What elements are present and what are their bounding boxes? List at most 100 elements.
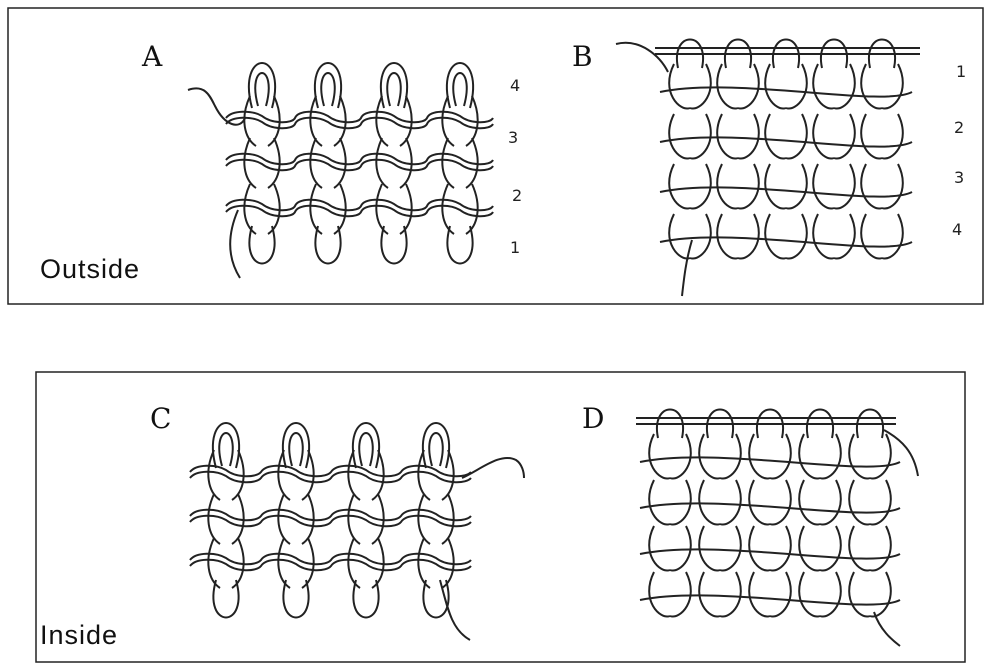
stitch-loop: [870, 572, 891, 617]
stitch-loop: [786, 164, 807, 209]
stitch-loop: [738, 164, 759, 209]
stitch-loop: [799, 526, 820, 571]
stitch-loop: [770, 572, 791, 617]
stitch-illustration-d: [636, 410, 918, 647]
stitch-loop: [720, 480, 741, 525]
stitch-loop: [770, 526, 791, 571]
stitch-loop: [699, 480, 720, 525]
stitch-leg: [244, 184, 256, 234]
yarn-course: [640, 457, 900, 466]
row-number-a-1: 4: [510, 76, 520, 95]
stitch-loop: [765, 164, 786, 209]
stitch-loop: [423, 423, 449, 468]
yarn-tail: [230, 210, 240, 278]
stitch-loop: [720, 434, 741, 479]
yarn-course: [640, 595, 900, 604]
stitch-loop: [749, 526, 770, 571]
stitch-loop: [289, 433, 302, 466]
yarn-tail: [884, 430, 918, 476]
stitch-loop: [690, 114, 711, 159]
yarn-course: [190, 510, 471, 521]
stitch-loop: [765, 114, 786, 159]
stitch-loop: [820, 526, 841, 571]
stitch-loop: [720, 526, 741, 571]
stitch-loop: [670, 480, 691, 525]
stitch-loop: [738, 114, 759, 159]
stitch-loop: [882, 164, 903, 209]
panel-label-a: A: [142, 40, 162, 73]
stitch-loop: [699, 526, 720, 571]
row-number-a-3: 2: [512, 186, 522, 205]
stitch-loop: [690, 64, 711, 109]
stitch-leg: [376, 184, 388, 234]
stitch-loop: [882, 214, 903, 259]
stitch-loop: [770, 434, 791, 479]
stitch-loop: [649, 480, 670, 525]
stitch-loop: [738, 64, 759, 109]
stitch-loop: [690, 214, 711, 259]
panel-label-d: D: [582, 402, 604, 435]
stitch-loop: [213, 423, 239, 468]
row-number-b-4: 4: [952, 220, 962, 239]
yarn-tail: [874, 612, 900, 646]
stitch-loop: [717, 214, 738, 259]
stitch-loop: [670, 526, 691, 571]
stitch-loop: [669, 214, 690, 259]
yarn-course: [226, 154, 493, 165]
stitch-loop: [255, 73, 268, 106]
stitch-loop: [849, 434, 870, 479]
stitch-loop: [669, 64, 690, 109]
stitch-loop: [381, 63, 407, 108]
stitch-loop: [882, 64, 903, 109]
panel-label-b: B: [572, 40, 593, 73]
row-number-b-3: 3: [954, 168, 964, 187]
stitch-loop: [765, 214, 786, 259]
stitch-loop: [849, 526, 870, 571]
stitch-loop: [315, 63, 341, 108]
stitch-loop: [670, 434, 691, 479]
stitch-loop: [820, 572, 841, 617]
stitch-loop: [429, 433, 442, 466]
stitch-loop: [453, 73, 466, 106]
stitch-loop: [738, 214, 759, 259]
stitch-leg: [278, 538, 290, 588]
stitch-loop: [870, 480, 891, 525]
yarn-tail: [462, 458, 524, 478]
stitch-leg: [418, 538, 430, 588]
stitch-loop: [649, 572, 670, 617]
stitch-loop: [717, 114, 738, 159]
stitch-loop: [283, 423, 309, 468]
yarn-course: [226, 112, 493, 123]
stitch-loop: [387, 73, 400, 106]
caption-inside: Inside: [40, 620, 118, 651]
stitch-loop: [699, 572, 720, 617]
stitch-loop: [813, 114, 834, 159]
panel-label-c: C: [150, 402, 171, 435]
inside-frame: [36, 372, 965, 662]
stitch-loop: [882, 114, 903, 159]
stitch-loop: [786, 114, 807, 159]
yarn-course: [660, 187, 912, 196]
stitch-loop: [219, 433, 232, 466]
stitch-loop: [321, 73, 334, 106]
stitch-leg: [278, 494, 290, 544]
stitch-illustration-c: [190, 423, 524, 640]
stitch-loop: [820, 480, 841, 525]
stitch-loop: [717, 164, 738, 209]
stitch-loop: [249, 63, 275, 108]
stitch-loop: [717, 64, 738, 109]
stitch-loop: [870, 434, 891, 479]
yarn-course: [640, 549, 900, 558]
stitch-loop: [770, 480, 791, 525]
stitch-loop: [649, 434, 670, 479]
stitch-illustration-a: [188, 63, 493, 278]
stitch-loop: [849, 480, 870, 525]
stitch-loop: [649, 526, 670, 571]
yarn-tail: [682, 240, 692, 296]
stitch-loop: [359, 433, 372, 466]
yarn-course: [660, 87, 912, 96]
yarn-course: [660, 137, 912, 146]
stitch-loop: [749, 572, 770, 617]
stitch-loop: [861, 164, 882, 209]
